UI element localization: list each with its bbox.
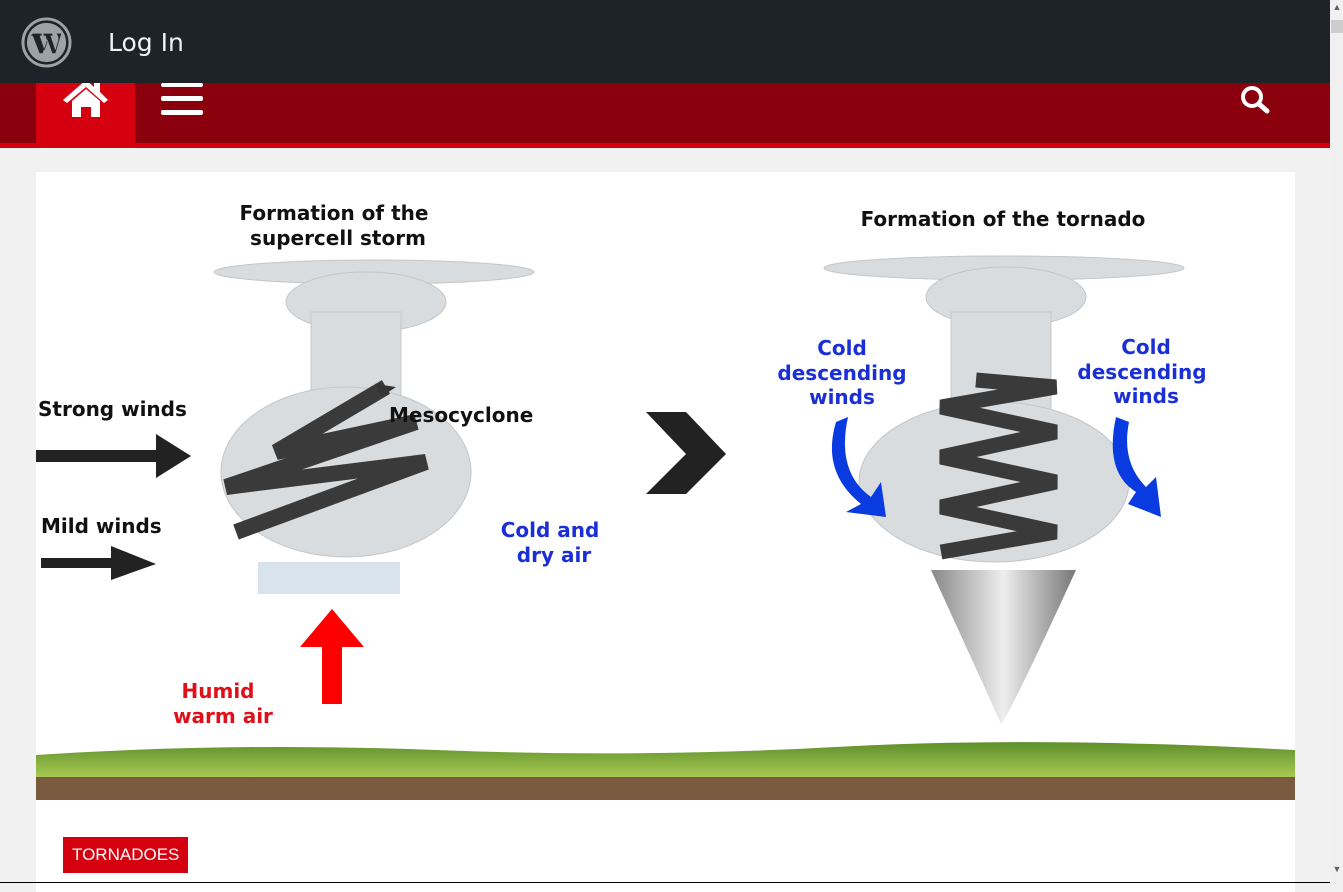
updraft-arrow	[300, 609, 364, 704]
cold-desc-left-line3: winds	[809, 385, 875, 409]
strong-winds-label: Strong winds	[38, 397, 187, 421]
tornado-formation-diagram: Formation of the supercell storm Formati…	[36, 201, 1295, 800]
humid-warm-air-line2: warm air	[173, 704, 273, 728]
admin-bar: Log In	[0, 0, 1330, 83]
mesocyclone-label: Mesocyclone	[389, 403, 533, 427]
ground-grass	[36, 742, 1295, 784]
window-edge	[0, 882, 1330, 883]
cold-desc-left-line2: descending	[777, 361, 906, 385]
cold-wind-arrow-right	[1112, 417, 1161, 517]
cold-desc-right-line1: Cold	[1121, 335, 1171, 359]
login-link[interactable]: Log In	[108, 28, 184, 57]
scrollbar[interactable]: ▲ ▼	[1330, 0, 1343, 890]
wordpress-icon[interactable]	[21, 17, 72, 68]
search-button[interactable]	[1238, 84, 1272, 116]
cold-wind-arrow-left	[831, 417, 886, 517]
tornado-spiral	[939, 372, 1058, 560]
category-tag[interactable]: TORNADOES	[63, 837, 189, 873]
search-icon	[1241, 86, 1270, 114]
cold-desc-right-line3: winds	[1113, 384, 1179, 408]
mild-winds-label: Mild winds	[41, 514, 162, 538]
post-card: Formation of the supercell storm Formati…	[36, 172, 1295, 892]
nav-divider	[0, 143, 1330, 148]
scroll-up-icon[interactable]: ▲	[1332, 2, 1342, 12]
right-title: Formation of the tornado	[861, 207, 1146, 231]
mild-winds-arrow	[41, 546, 156, 580]
mesocyclone-spiral	[223, 380, 429, 540]
home-button[interactable]	[36, 80, 135, 143]
scroll-down-icon[interactable]: ▼	[1332, 864, 1342, 874]
menu-button[interactable]	[160, 83, 204, 119]
rain-area	[258, 562, 400, 594]
ground-soil	[36, 777, 1295, 800]
transition-chevron	[646, 412, 726, 494]
cold-dry-air-line1: Cold and	[501, 518, 600, 542]
scrollbar-thumb[interactable]	[1331, 20, 1343, 33]
humid-warm-air-line1: Humid	[182, 679, 255, 703]
cold-dry-air-line2: dry air	[517, 543, 592, 567]
tornado-cloud	[823, 255, 1185, 563]
left-title-line1: Formation of the	[240, 201, 429, 225]
hamburger-menu-icon	[161, 83, 203, 115]
tornado-funnel	[931, 570, 1076, 724]
main-nav	[0, 83, 1330, 143]
strong-winds-arrow	[36, 434, 191, 478]
left-title-line2: supercell storm	[250, 226, 426, 250]
cold-desc-right-line2: descending	[1077, 360, 1206, 384]
cold-desc-left-line1: Cold	[817, 336, 867, 360]
home-icon	[63, 80, 108, 117]
